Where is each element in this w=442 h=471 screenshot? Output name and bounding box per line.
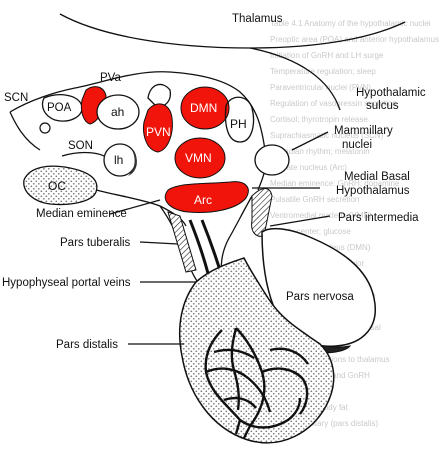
background-text-line: Paraventricular nuclei (PVN) bbox=[270, 83, 371, 92]
background-text-line: Suprachiasmatic nucleus (SCN) bbox=[270, 131, 384, 140]
label-pvn: PVN bbox=[146, 125, 171, 139]
label-hypothalamic-2: sulcus bbox=[366, 100, 399, 112]
vmn-nucleus bbox=[174, 137, 226, 179]
background-text-line: Table 4.1 Anatomy of the hypothalamic nu… bbox=[270, 19, 431, 28]
background-text-line: Arcuate nucleus (Arc) bbox=[270, 163, 347, 172]
pvn-nucleus bbox=[143, 103, 173, 153]
mammillary-leader bbox=[291, 131, 329, 151]
label-pars-tuberalis: Pars tuberalis bbox=[60, 237, 131, 249]
pars-tuberalis-leader bbox=[139, 241, 179, 245]
label-thalamus: Thalamus bbox=[232, 13, 283, 25]
background-text-line: Pulsatile GnRH secretion bbox=[270, 195, 359, 204]
label-poa: POA bbox=[47, 102, 72, 114]
background-text-line: Initiation of GnRH and LH surge bbox=[270, 51, 384, 60]
label-arc: Arc bbox=[194, 193, 212, 207]
label-pars-intermedia: Pars intermedia bbox=[338, 212, 419, 224]
son-region bbox=[61, 151, 111, 161]
background-text-line: Cortisol; thyrotropin release bbox=[270, 115, 368, 124]
label-scn: SCN bbox=[4, 92, 28, 104]
ah-nucleus bbox=[96, 94, 140, 130]
label-hypothalamic-1: Hypothalamic bbox=[356, 87, 426, 99]
dmn-nucleus bbox=[180, 86, 230, 130]
background-text-line: Preoptic area (POA) and anterior hypotha… bbox=[270, 35, 439, 44]
scn-nucleus bbox=[39, 122, 51, 134]
background-text-line: Satiety center; glucose bbox=[270, 227, 351, 236]
label-oc: OC bbox=[48, 179, 66, 193]
poa-nucleus bbox=[41, 94, 83, 122]
label-mbh-2: Hypothalamus bbox=[336, 185, 410, 197]
ph-nucleus bbox=[224, 96, 255, 143]
capillary-network bbox=[204, 327, 309, 439]
label-mammillary-1: Mammillary bbox=[334, 125, 393, 137]
pars-intermedia-leader bbox=[269, 215, 331, 227]
background-text-line: Ventromedial nucleus (VMN) bbox=[270, 211, 372, 220]
arc-nucleus bbox=[164, 181, 249, 213]
label-pva: PVa bbox=[100, 72, 121, 84]
background-text-line: Anterior pituitary (pars distalis) bbox=[270, 419, 378, 428]
thalamus-inner-curve bbox=[249, 47, 341, 111]
background-text-line: Median eminence: GnRH; dopamine bbox=[270, 179, 400, 188]
label-median-eminence: Median eminence bbox=[36, 208, 127, 220]
background-text-line: Temperature regulation; sleep bbox=[270, 67, 376, 76]
optic-chiasm bbox=[23, 165, 98, 206]
label-pars-distalis: Pars distalis bbox=[56, 339, 118, 351]
label-mbh-1: Medial Basal bbox=[344, 171, 410, 183]
median-eminence-leader bbox=[109, 199, 161, 215]
label-vmn: VMN bbox=[185, 151, 212, 165]
background-text-line: Regulation of vasopressin secretion bbox=[270, 99, 397, 108]
label-mammillary-2: nuclei bbox=[342, 139, 372, 151]
lh-shadow bbox=[128, 150, 137, 176]
label-son: SON bbox=[68, 140, 93, 152]
pars-tuberalis-hatch bbox=[167, 211, 197, 273]
upper-lobe bbox=[147, 83, 172, 107]
mammillary-body bbox=[254, 144, 290, 176]
label-dmn: DMN bbox=[190, 101, 217, 115]
label-lh: lh bbox=[114, 153, 123, 167]
background-text-line: Circadian rhythm; melatonin bbox=[270, 147, 370, 156]
ventricle-floor bbox=[9, 111, 41, 151]
label-ah: ah bbox=[111, 105, 124, 119]
label-pars-nervosa: Pars nervosa bbox=[286, 291, 354, 303]
label-ph: PH bbox=[230, 117, 247, 131]
thalamus-outline bbox=[59, 13, 406, 49]
label-portal-veins: Hypophyseal portal veins bbox=[2, 277, 131, 289]
